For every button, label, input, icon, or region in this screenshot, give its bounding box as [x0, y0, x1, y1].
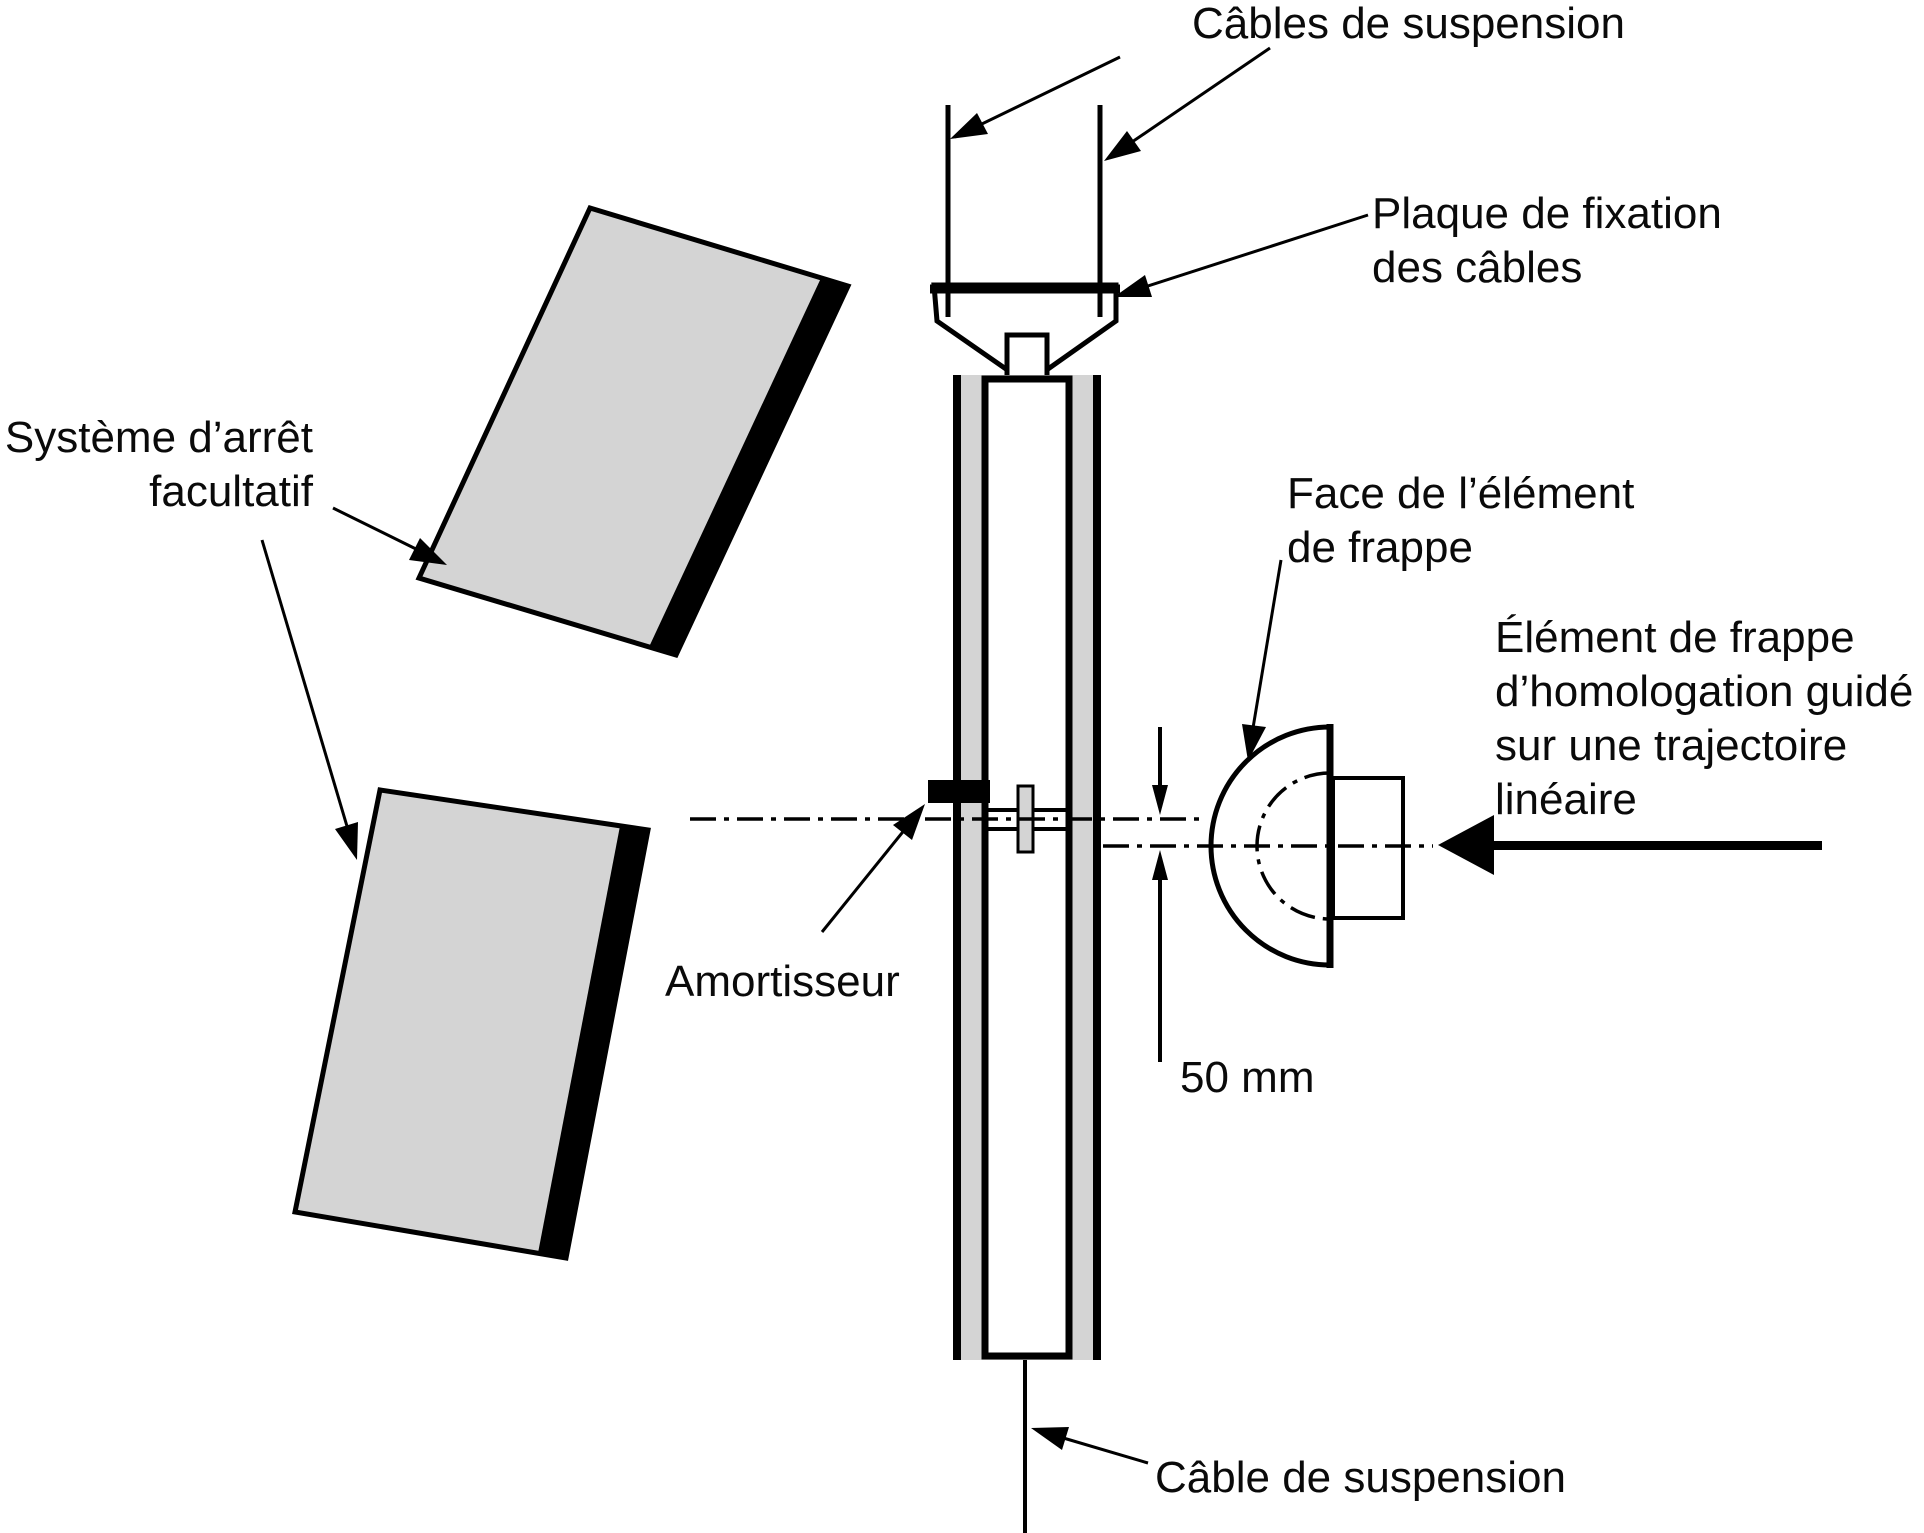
label-face-line1: Face de l’élément	[1287, 469, 1634, 518]
stop-plate-upper-edge-band	[649, 278, 848, 655]
stop-plate-lower-edge-band	[538, 826, 648, 1258]
column-right-edge	[1093, 375, 1101, 1360]
impactor-body	[1331, 776, 1405, 920]
impactor	[1208, 724, 1405, 968]
arrowhead-cables-left-icon	[950, 113, 988, 139]
stop-plate-upper-face	[415, 204, 852, 659]
leader-arrows	[260, 46, 1369, 1465]
dim-arrowhead-down-icon	[1152, 785, 1168, 815]
impact-arrow-head-icon	[1438, 815, 1494, 875]
label-element-line3: sur une trajectoire	[1495, 721, 1847, 770]
label-plaque-line2: des câbles	[1372, 243, 1582, 292]
stop-plate-upper	[415, 204, 852, 659]
label-cable-bottom: Câble de suspension	[1155, 1453, 1566, 1502]
stop-plate-lower	[292, 787, 651, 1261]
dimension-50mm: 50 mm	[1152, 727, 1314, 1102]
label-face-line2: de frappe	[1287, 523, 1473, 572]
dim-arrowhead-up-icon	[1152, 850, 1168, 880]
leader-fixation-plate	[1119, 213, 1369, 297]
arrowhead-damper-icon	[893, 804, 925, 840]
leader-damper	[820, 827, 908, 933]
arrowhead-striker-face-icon	[1242, 724, 1266, 761]
label-amortisseur: Amortisseur	[665, 957, 900, 1006]
label-element-line4: linéaire	[1495, 775, 1637, 824]
arrowhead-cables-right-icon	[1104, 131, 1141, 161]
test-column	[953, 375, 1101, 1360]
leader-stop-lower	[260, 539, 351, 834]
label-cables-top: Câbles de suspension	[1192, 0, 1625, 48]
fixation-bolt	[1004, 332, 1050, 384]
labels: Câbles de suspension Plaque de fixation …	[5, 0, 1913, 1502]
leader-cables-right	[1109, 46, 1271, 159]
label-element-line2: d’homologation guidé	[1495, 667, 1913, 716]
impactor-hemisphere	[1208, 724, 1333, 968]
label-systeme-line1: Système d’arrêt	[5, 413, 313, 462]
dim-50mm-label: 50 mm	[1180, 1053, 1314, 1102]
leader-cable-bottom	[1059, 1435, 1149, 1465]
leader-striker-face	[1250, 559, 1283, 735]
arrowhead-fixation-plate-icon	[1114, 275, 1152, 297]
column-left-edge	[953, 375, 961, 1360]
leader-stop-upper	[332, 506, 419, 552]
damper-block	[928, 780, 990, 803]
impact-direction-arrow	[1438, 815, 1822, 875]
label-systeme-line2: facultatif	[149, 467, 314, 516]
arrowhead-stop-lower-icon	[335, 822, 358, 860]
label-plaque-line1: Plaque de fixation	[1372, 189, 1722, 238]
label-element-line1: Élément de frappe	[1495, 613, 1855, 662]
column-inner-panel	[981, 375, 1073, 1360]
arrowhead-stop-upper-icon	[409, 538, 447, 565]
arrowhead-cable-bottom-icon	[1031, 1427, 1069, 1450]
impact-arrow-shaft	[1490, 841, 1822, 850]
suspension-cables	[945, 105, 1103, 317]
